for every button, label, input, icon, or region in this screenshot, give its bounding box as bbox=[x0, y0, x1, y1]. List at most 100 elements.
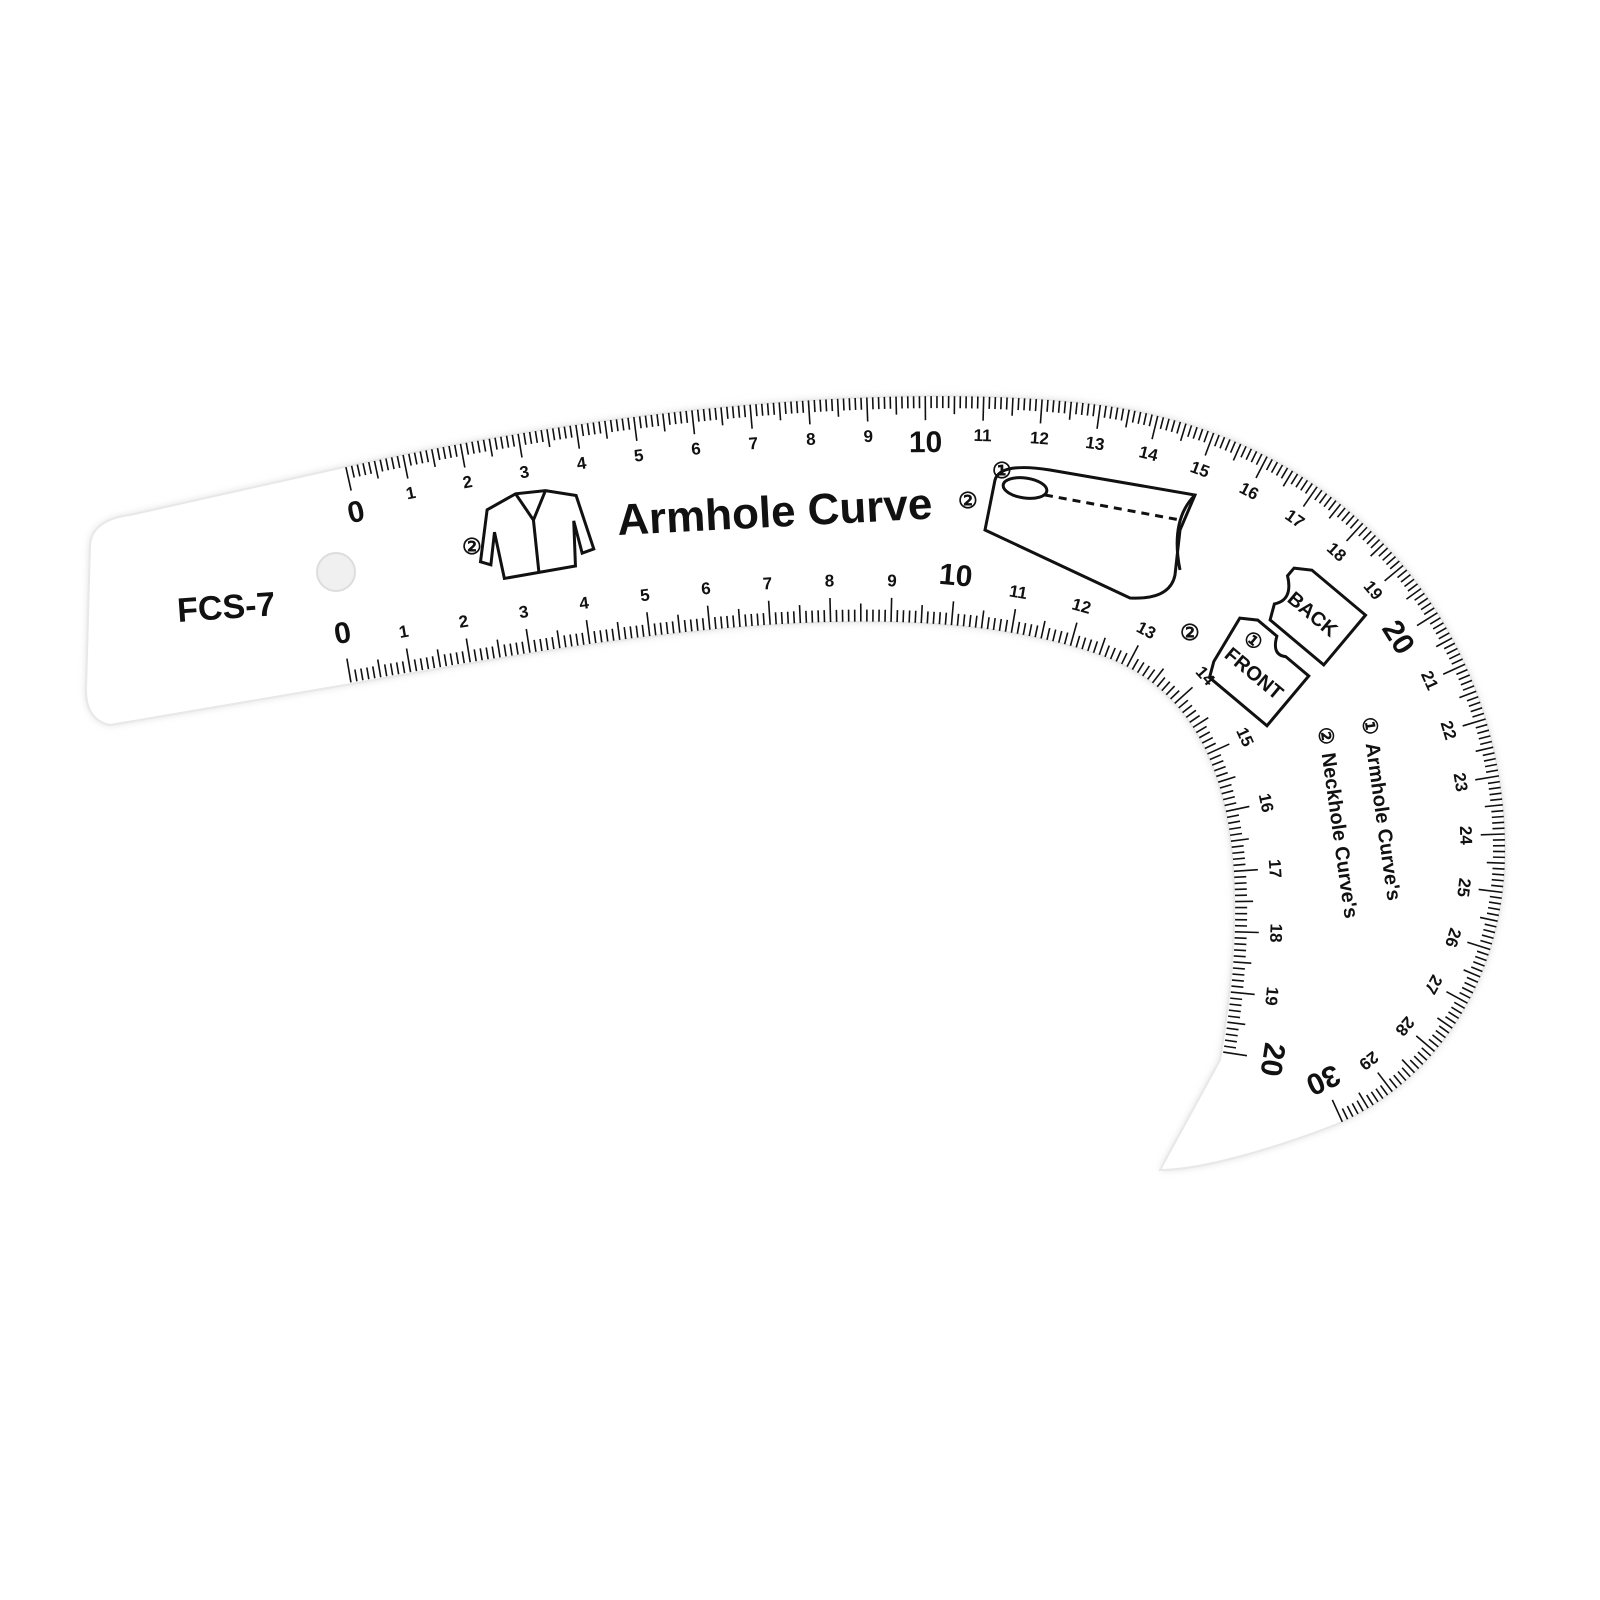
inner-scale-tick bbox=[419, 658, 424, 671]
outer-scale-tick bbox=[1179, 423, 1187, 442]
outer-scale-tick bbox=[528, 431, 533, 444]
outer-scale-tick bbox=[1148, 414, 1153, 427]
outer-scale-tick bbox=[476, 440, 481, 453]
outer-scale-tick bbox=[842, 398, 845, 411]
inner-scale-tick bbox=[605, 629, 609, 642]
inner-scale-label: 0 bbox=[332, 616, 354, 651]
outer-scale-tick bbox=[1432, 622, 1444, 630]
inner-scale-tick bbox=[616, 621, 621, 640]
outer-scale-label: 24 bbox=[1456, 826, 1476, 846]
inner-scale-tick bbox=[914, 610, 917, 623]
outer-scale-tick bbox=[1443, 642, 1456, 650]
outer-scale-tick bbox=[1165, 418, 1170, 431]
outer-scale-tick bbox=[1405, 587, 1422, 600]
outer-scale-tick bbox=[1356, 1100, 1364, 1112]
outer-scale-tick bbox=[1429, 617, 1441, 625]
outer-scale-tick bbox=[494, 437, 498, 450]
inner-scale-tick bbox=[932, 611, 935, 624]
outer-scale-tick bbox=[1057, 400, 1061, 413]
outer-scale-tick bbox=[1415, 1035, 1436, 1053]
outer-scale-tick bbox=[1370, 538, 1381, 549]
outer-scale-tick bbox=[1011, 397, 1014, 416]
inner-scale-tick bbox=[1136, 661, 1145, 674]
inner-scale-tick bbox=[1010, 608, 1017, 633]
outer-scale-tick bbox=[662, 413, 666, 432]
outer-scale-tick bbox=[801, 400, 805, 413]
outer-scale-label: 9 bbox=[863, 427, 873, 446]
outer-scale-tick bbox=[778, 402, 782, 421]
inner-scale-label: 2 bbox=[457, 612, 469, 632]
marker-2-sleeve: ② bbox=[958, 488, 978, 513]
outer-scale-tick bbox=[825, 399, 828, 412]
outer-scale-tick bbox=[1331, 1099, 1344, 1123]
outer-scale-tick bbox=[1436, 1017, 1453, 1029]
inner-scale-tick bbox=[449, 653, 454, 666]
outer-scale-tick bbox=[1492, 821, 1505, 824]
outer-scale-tick bbox=[540, 430, 544, 443]
inner-scale-tick bbox=[1052, 629, 1057, 642]
inner-scale-tick bbox=[1226, 1027, 1239, 1031]
outer-scale-tick bbox=[1489, 895, 1502, 899]
outer-scale-tick bbox=[1409, 1059, 1420, 1070]
inner-scale-tick bbox=[1229, 826, 1242, 831]
outer-scale-tick bbox=[1446, 647, 1458, 655]
outer-scale-tick bbox=[1438, 1025, 1450, 1034]
outer-scale-tick bbox=[586, 423, 590, 436]
outer-scale-tick bbox=[726, 406, 729, 419]
inner-scale-tick bbox=[455, 652, 460, 665]
outer-scale-tick bbox=[557, 427, 562, 440]
inner-scale-tick bbox=[525, 628, 531, 653]
outer-scale-tick bbox=[982, 396, 985, 421]
outer-scale-tick bbox=[1400, 573, 1411, 583]
inner-scale-tick bbox=[1227, 1021, 1246, 1026]
outer-scale-tick bbox=[1435, 627, 1447, 635]
inner-scale-tick bbox=[1229, 1003, 1242, 1007]
outer-scale-label: 4 bbox=[575, 453, 588, 473]
outer-scale-tick bbox=[598, 421, 602, 434]
outer-scale-tick bbox=[1304, 483, 1313, 494]
outer-scale-tick bbox=[1063, 401, 1067, 414]
outer-scale-tick bbox=[1481, 934, 1494, 940]
outer-scale-tick bbox=[1448, 652, 1461, 660]
outer-scale-tick bbox=[1323, 496, 1332, 508]
outer-scale-tick bbox=[1204, 432, 1215, 456]
outer-scale-tick bbox=[1120, 408, 1125, 421]
outer-scale-tick bbox=[1345, 514, 1355, 526]
outer-scale-tick bbox=[408, 453, 412, 466]
outer-scale-label: 1 bbox=[404, 483, 417, 503]
inner-scale-label: 20 bbox=[1253, 1041, 1291, 1079]
inner-scale-tick bbox=[968, 614, 972, 628]
outer-scale-tick bbox=[425, 450, 430, 463]
inner-scale-tick bbox=[1230, 997, 1243, 1001]
outer-scale-tick bbox=[644, 415, 648, 428]
outer-scale-tick bbox=[1407, 583, 1419, 592]
outer-scale-tick bbox=[1151, 415, 1159, 440]
outer-scale-label: 25 bbox=[1453, 877, 1474, 898]
outer-scale-tick bbox=[772, 402, 776, 415]
inner-scale-tick bbox=[1115, 650, 1122, 662]
inner-scale-tick bbox=[1126, 645, 1139, 668]
outer-scale-tick bbox=[1358, 1092, 1369, 1109]
outer-scale-tick bbox=[667, 412, 671, 425]
inner-scale-tick bbox=[593, 631, 597, 644]
marker-2-shirt: ② bbox=[462, 534, 482, 559]
outer-scale-tick bbox=[737, 405, 741, 418]
inner-scale-tick bbox=[1028, 624, 1033, 637]
inner-scale-tick bbox=[443, 654, 448, 667]
outer-scale-tick bbox=[1282, 470, 1294, 487]
outer-scale-tick bbox=[1413, 1055, 1424, 1065]
inner-scale-tick bbox=[962, 614, 966, 627]
outer-scale-tick bbox=[1046, 399, 1049, 412]
outer-scale-tick bbox=[819, 399, 822, 412]
inner-scale-tick bbox=[461, 651, 466, 664]
outer-scale-tick bbox=[1479, 740, 1493, 746]
outer-scale-tick bbox=[1492, 827, 1505, 830]
outer-scale-tick bbox=[1389, 560, 1400, 570]
inner-scale-tick bbox=[829, 597, 832, 622]
inner-scale-tick bbox=[1233, 863, 1246, 867]
outer-scale-label: 13 bbox=[1084, 433, 1105, 454]
outer-scale-tick bbox=[1473, 961, 1485, 967]
inner-scale-tick bbox=[1232, 967, 1245, 970]
inner-scale-tick bbox=[744, 614, 747, 627]
